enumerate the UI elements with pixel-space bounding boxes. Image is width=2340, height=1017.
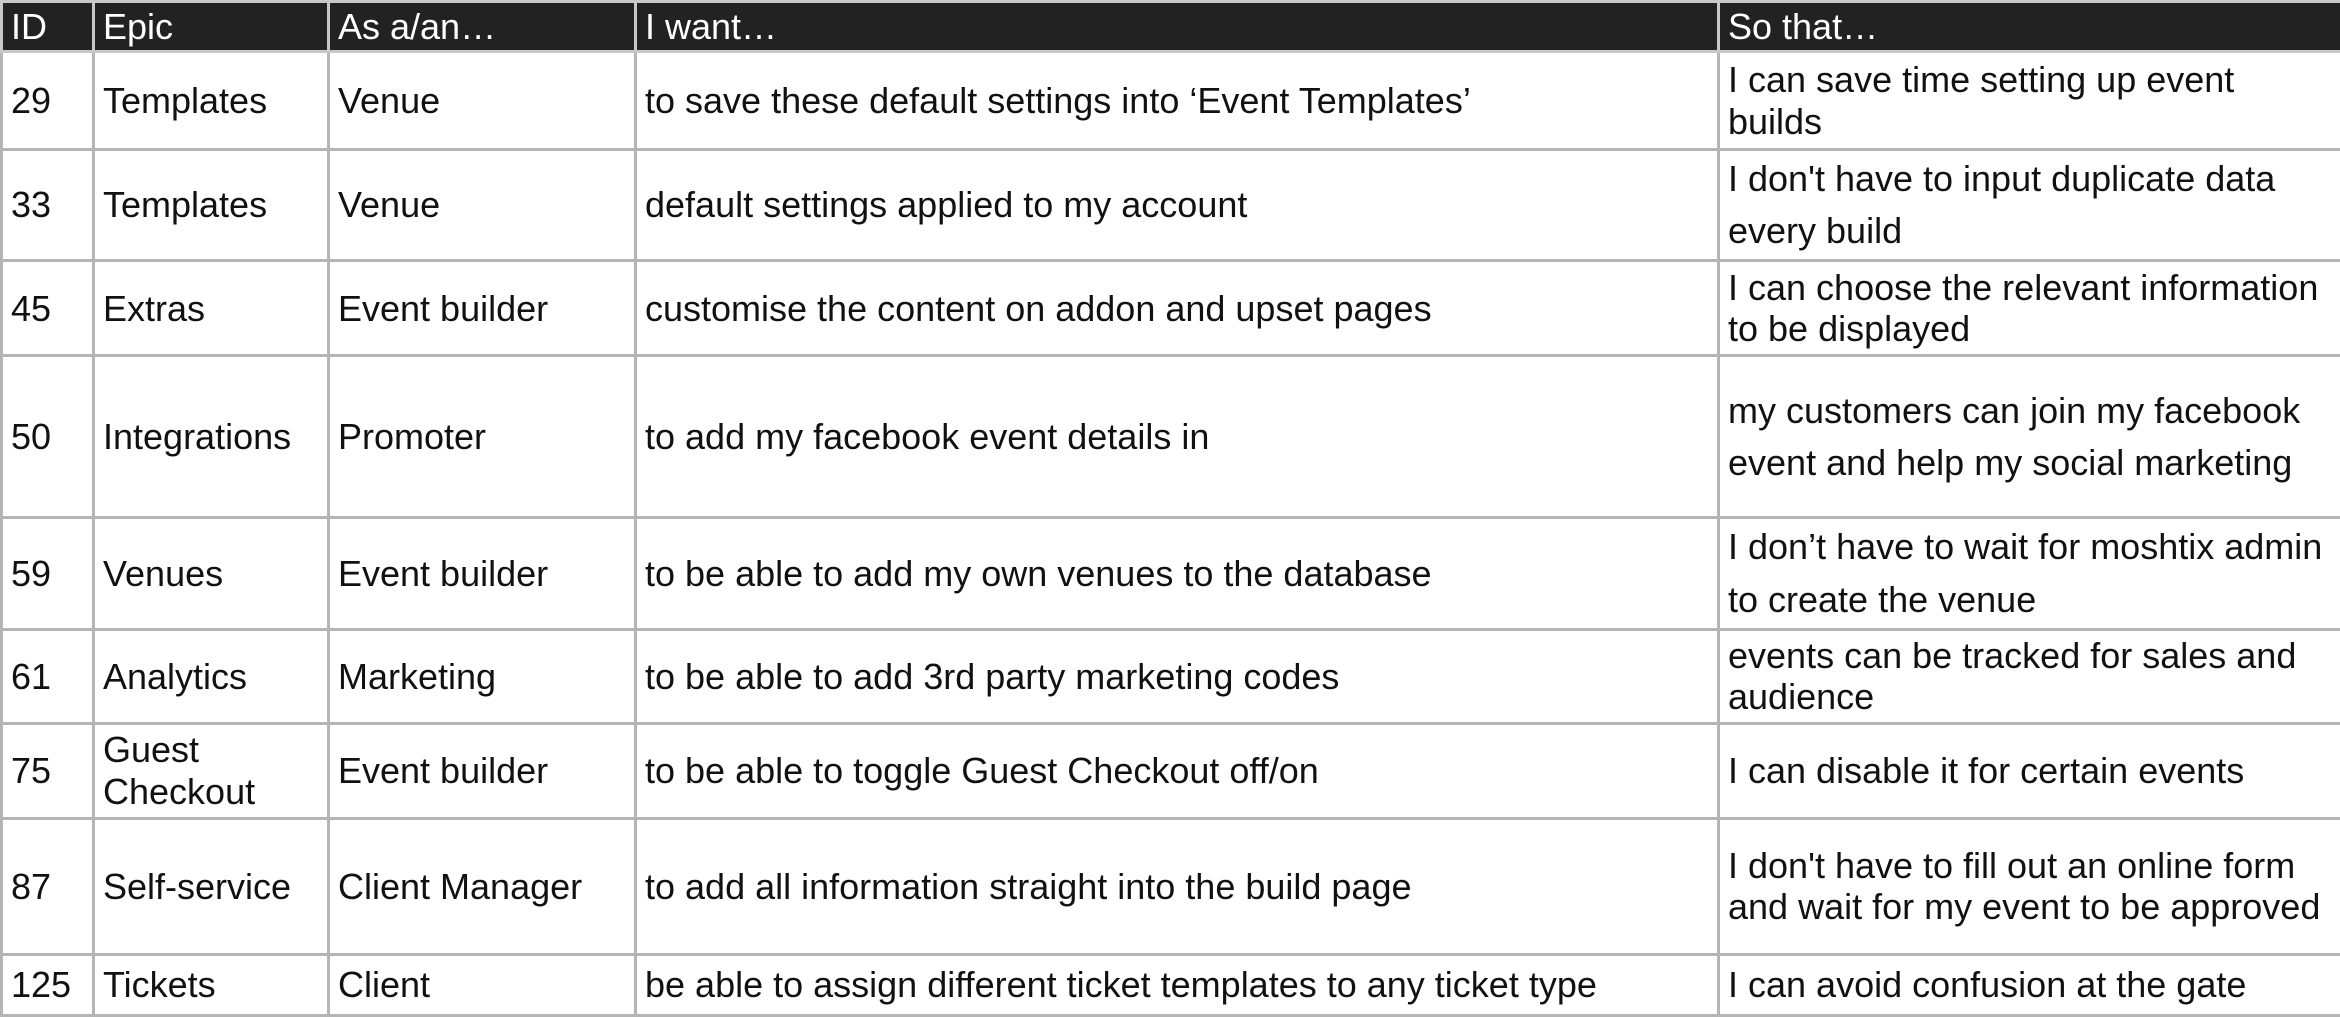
cell-id: 87 — [2, 818, 94, 954]
table-row: 50 Integrations Promoter to add my faceb… — [2, 356, 2340, 518]
cell-so-that: I don’t have to wait for moshtix admin t… — [1719, 518, 2340, 629]
cell-epic: Self-service — [94, 818, 329, 954]
table-row: 125 Tickets Client be able to assign dif… — [2, 954, 2340, 1015]
cell-so-that: I can disable it for certain events — [1719, 723, 2340, 818]
cell-id: 61 — [2, 629, 94, 723]
cell-id: 50 — [2, 356, 94, 518]
cell-role: Client Manager — [329, 818, 636, 954]
cell-epic: Templates — [94, 150, 329, 261]
cell-want: default settings applied to my account — [636, 150, 1719, 261]
cell-epic: Templates — [94, 52, 329, 150]
cell-id: 33 — [2, 150, 94, 261]
cell-want: to be able to add 3rd party marketing co… — [636, 629, 1719, 723]
cell-epic: Venues — [94, 518, 329, 629]
cell-so-that: I can avoid confusion at the gate — [1719, 954, 2340, 1015]
table-row: 59 Venues Event builder to be able to ad… — [2, 518, 2340, 629]
header-so-that: So that… — [1719, 2, 2340, 52]
header-i-want: I want… — [636, 2, 1719, 52]
cell-want: to be able to add my own venues to the d… — [636, 518, 1719, 629]
cell-want: to save these default settings into ‘Eve… — [636, 52, 1719, 150]
cell-epic: Analytics — [94, 629, 329, 723]
cell-want: to add all information straight into the… — [636, 818, 1719, 954]
cell-role: Client — [329, 954, 636, 1015]
table-row: 61 Analytics Marketing to be able to add… — [2, 629, 2340, 723]
cell-want: customise the content on addon and upset… — [636, 261, 1719, 356]
cell-id: 59 — [2, 518, 94, 629]
cell-role: Venue — [329, 150, 636, 261]
header-row: ID Epic As a/an… I want… So that… — [2, 2, 2340, 52]
cell-id: 45 — [2, 261, 94, 356]
cell-so-that: I don't have to input duplicate data eve… — [1719, 150, 2340, 261]
cell-epic: Guest Checkout — [94, 723, 329, 818]
cell-role: Event builder — [329, 723, 636, 818]
cell-role: Marketing — [329, 629, 636, 723]
header-epic: Epic — [94, 2, 329, 52]
table-row: 45 Extras Event builder customise the co… — [2, 261, 2340, 356]
cell-role: Event builder — [329, 518, 636, 629]
cell-so-that: my customers can join my facebook event … — [1719, 356, 2340, 518]
header-id: ID — [2, 2, 94, 52]
table-row: 29 Templates Venue to save these default… — [2, 52, 2340, 150]
table-row: 33 Templates Venue default settings appl… — [2, 150, 2340, 261]
cell-want: be able to assign different ticket templ… — [636, 954, 1719, 1015]
cell-epic: Extras — [94, 261, 329, 356]
cell-epic: Tickets — [94, 954, 329, 1015]
cell-id: 125 — [2, 954, 94, 1015]
cell-so-that: I can choose the relevant information to… — [1719, 261, 2340, 356]
cell-so-that: events can be tracked for sales and audi… — [1719, 629, 2340, 723]
cell-want: to add my facebook event details in — [636, 356, 1719, 518]
cell-so-that: I don't have to fill out an online form … — [1719, 818, 2340, 954]
table-row: 75 Guest Checkout Event builder to be ab… — [2, 723, 2340, 818]
cell-role: Venue — [329, 52, 636, 150]
cell-epic: Integrations — [94, 356, 329, 518]
cell-want: to be able to toggle Guest Checkout off/… — [636, 723, 1719, 818]
cell-role: Promoter — [329, 356, 636, 518]
cell-id: 29 — [2, 52, 94, 150]
cell-id: 75 — [2, 723, 94, 818]
cell-role: Event builder — [329, 261, 636, 356]
table-row: 87 Self-service Client Manager to add al… — [2, 818, 2340, 954]
cell-so-that: I can save time setting up event builds — [1719, 52, 2340, 150]
header-as-a: As a/an… — [329, 2, 636, 52]
